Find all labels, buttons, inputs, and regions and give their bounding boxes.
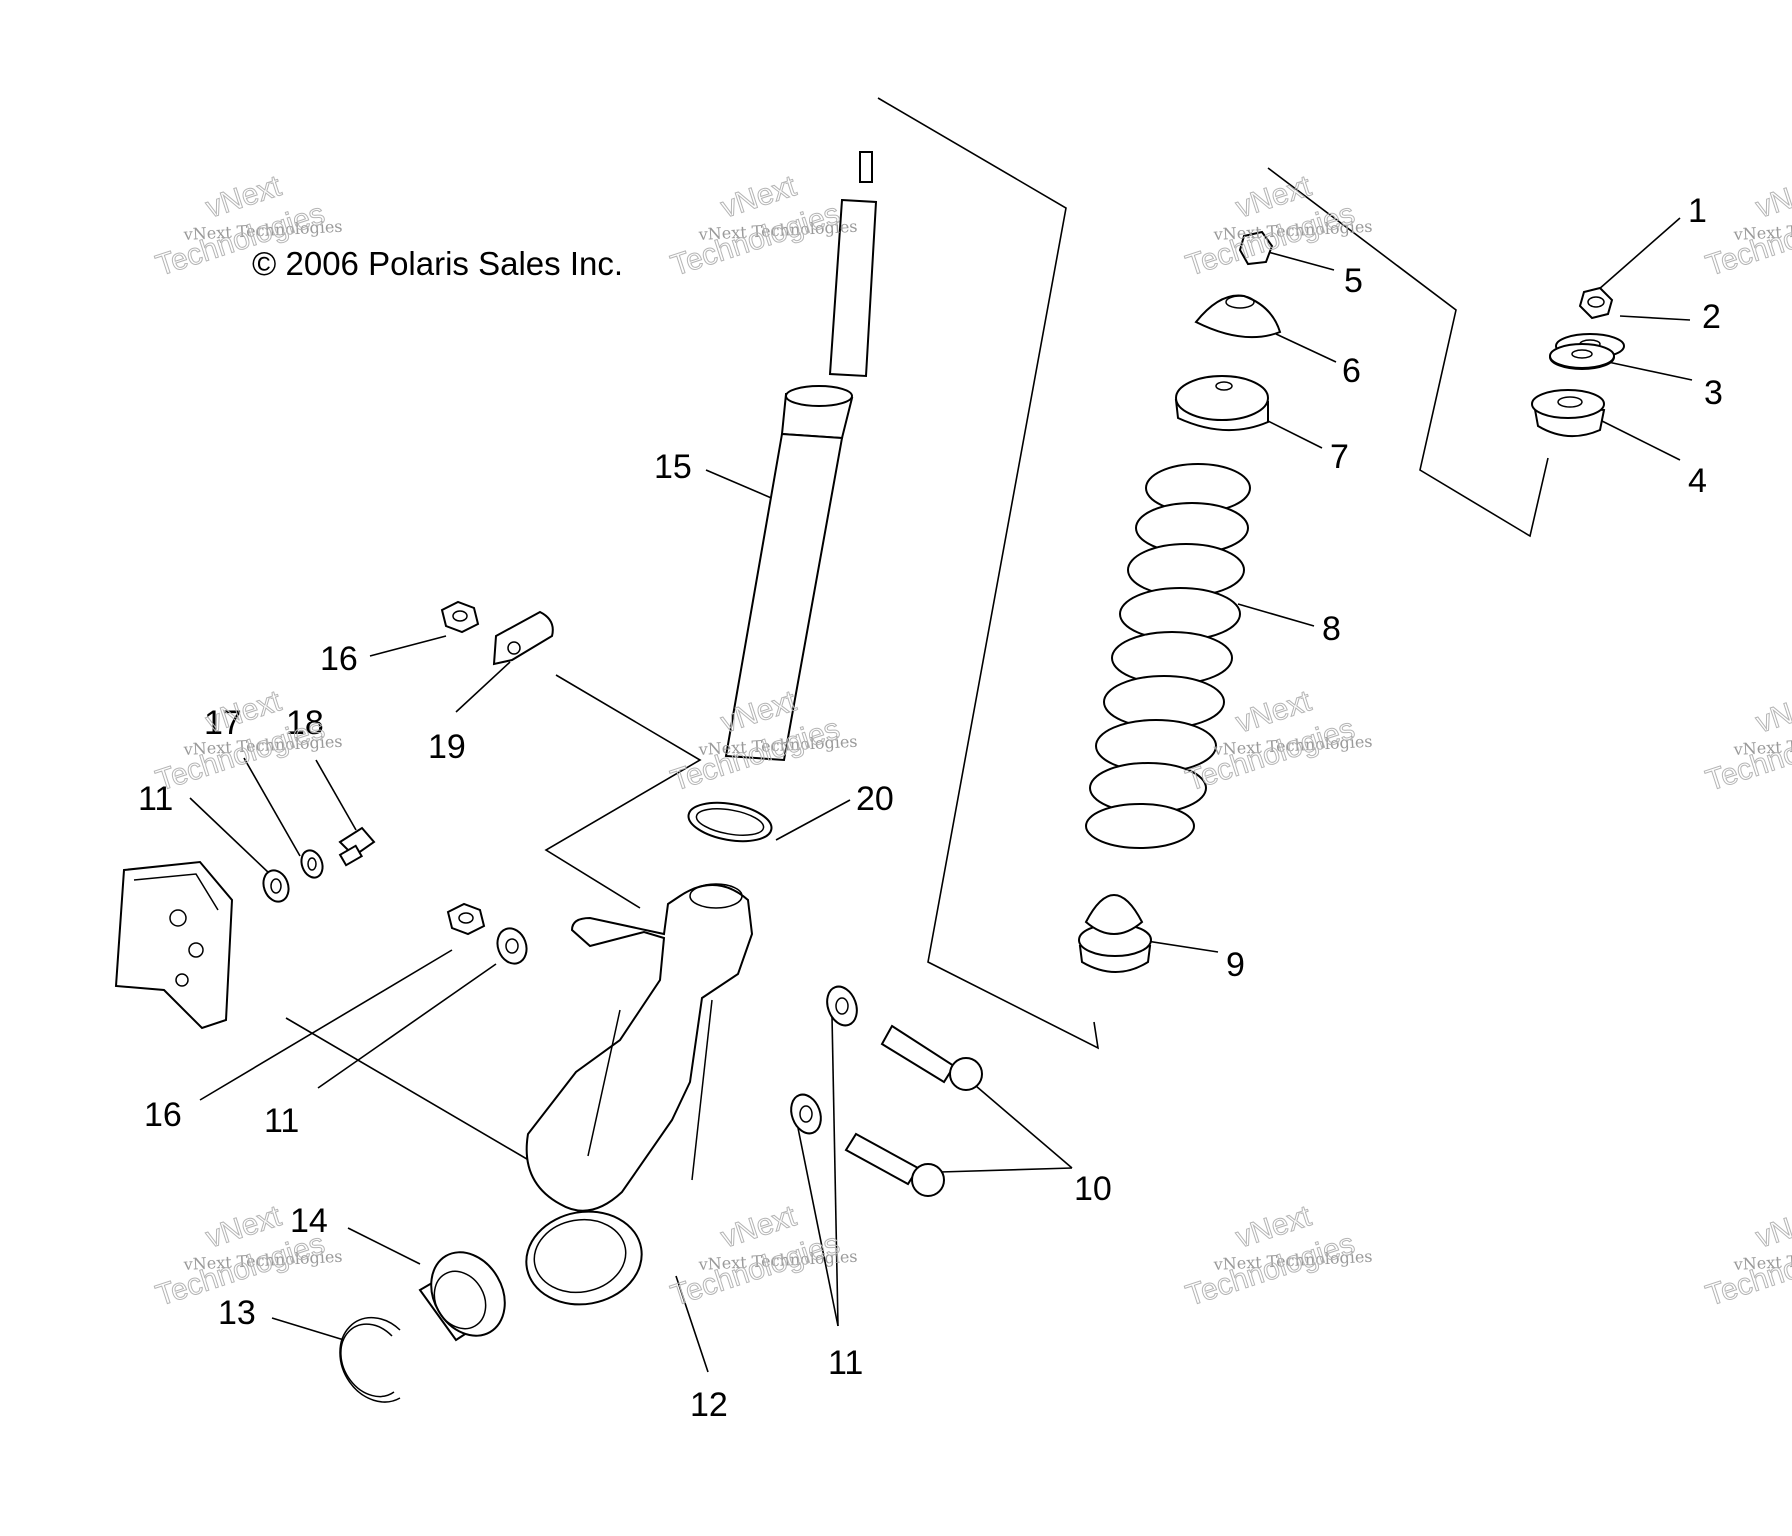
callout-3: 3 [1704, 374, 1723, 412]
shock-absorber [724, 151, 878, 762]
copyright-text: © 2006 Polaris Sales Inc. [252, 245, 623, 282]
callout-11-knuckle: 11 [264, 1102, 299, 1140]
callout-13: 13 [218, 1294, 256, 1332]
watermark-tile: vNext vNext Technologies Technologies [666, 684, 857, 798]
callout-16-clamp: 16 [320, 640, 358, 678]
assembly-bracket-lines [544, 97, 1549, 1050]
callout-15: 15 [654, 448, 692, 486]
watermark-tile: vNext vNext Technologies Technologies [151, 684, 342, 798]
callout-6: 6 [1342, 352, 1361, 390]
callout-11-caliper: 11 [138, 780, 173, 818]
callout-12: 12 [690, 1386, 728, 1424]
strut-bolts [844, 1024, 983, 1197]
caliper-washer [262, 869, 290, 903]
coil-spring [1085, 463, 1251, 849]
retainer-nut [1238, 230, 1274, 266]
knuckle-washer [496, 927, 528, 965]
bolt-washers [790, 985, 858, 1135]
caliper-bolt [338, 826, 376, 867]
hose-clamp [492, 610, 554, 666]
callout-20: 20 [856, 780, 894, 818]
top-nut [1578, 286, 1614, 320]
o-ring [687, 801, 773, 843]
watermark-tile-edge: vNext vNext Technologies Technologies [1701, 684, 1792, 798]
callout-labels: 1 2 3 4 5 6 7 8 9 10 11 11 11 12 13 14 1… [138, 192, 1723, 1424]
washers-top [1549, 333, 1625, 370]
callout-18: 18 [286, 704, 324, 742]
wheel-bearing [418, 1251, 506, 1342]
callout-17: 17 [204, 704, 242, 742]
callout-19: 19 [428, 728, 466, 766]
caliper-nut [446, 902, 486, 936]
clamp-nut [440, 600, 480, 634]
callout-11-bolts: 11 [828, 1344, 863, 1382]
watermark-tile: vNext vNext Technologies Technologies [1181, 1199, 1372, 1313]
svg-text:vNext: vNext [1752, 684, 1792, 739]
svg-text:vNext: vNext [1752, 169, 1792, 224]
watermark-tile: vNext vNext Technologies Technologies [666, 169, 857, 283]
callout-8: 8 [1322, 610, 1341, 648]
spring-seat [1174, 375, 1269, 432]
top-bushing [1531, 389, 1606, 438]
callout-7: 7 [1330, 438, 1349, 476]
bump-stop [1078, 894, 1152, 973]
snap-ring [339, 1316, 401, 1403]
callout-5: 5 [1344, 262, 1363, 300]
callout-1: 1 [1688, 192, 1707, 230]
callout-2: 2 [1702, 298, 1721, 336]
callout-9: 9 [1226, 946, 1245, 984]
spring-retainer [1194, 294, 1282, 339]
watermark-tile-edge: vNext vNext Technologies Technologies [1701, 169, 1792, 283]
watermark-tile-edge: vNext vNext Technologies Technologies [1701, 1199, 1792, 1313]
callout-4: 4 [1688, 462, 1707, 500]
lock-washer [300, 849, 324, 879]
steering-knuckle [525, 883, 754, 1306]
callout-10: 10 [1074, 1170, 1112, 1208]
leader-lines [189, 217, 1693, 1373]
callout-14: 14 [290, 1202, 328, 1240]
watermark-tile: vNext vNext Technologies Technologies [666, 1199, 857, 1313]
callout-16-caliper: 16 [144, 1096, 182, 1134]
brake-caliper [114, 860, 234, 1030]
svg-text:vNext: vNext [1752, 1199, 1792, 1254]
